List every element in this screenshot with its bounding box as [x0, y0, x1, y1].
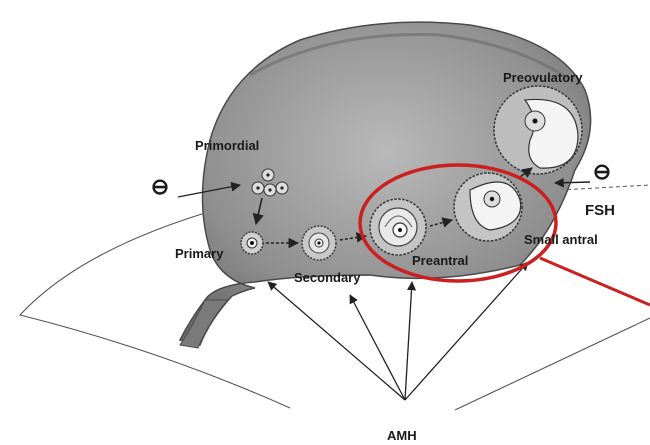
label-preovulatory: Preovulatory [503, 70, 583, 85]
label-preantral: Preantral [412, 253, 468, 268]
small-antral-follicle [454, 173, 522, 241]
inhibition-symbol-fsh: ⊖ [593, 159, 611, 184]
ovary-stalk [180, 300, 228, 348]
label-small-antral: Small antral [524, 232, 598, 247]
primary-follicle [241, 232, 263, 254]
label-amh: AMH [387, 428, 417, 443]
outline-fsh-line [560, 185, 650, 190]
label-primordial: Primordial [195, 138, 259, 153]
label-secondary: Secondary [294, 270, 361, 285]
preantral-follicle [370, 199, 426, 255]
inhibition-symbol-left: ⊖ [151, 174, 169, 199]
preovulatory-follicle [494, 86, 582, 174]
inhibition-arrow-fsh [555, 182, 590, 183]
highlight-pointer-line [540, 258, 650, 305]
outline-curve-right [455, 318, 650, 410]
label-primary: Primary [175, 246, 224, 261]
label-fsh: FSH [585, 202, 615, 219]
secondary-follicle [302, 226, 336, 260]
